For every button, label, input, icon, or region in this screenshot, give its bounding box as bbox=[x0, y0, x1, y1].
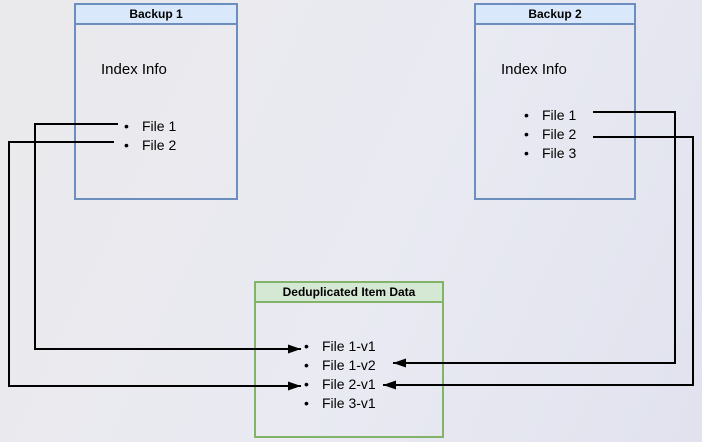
backup2-index-info-label: Index Info bbox=[501, 61, 567, 78]
backup1-file-item: File 2 bbox=[124, 136, 176, 155]
backup2-file-item: File 1 bbox=[524, 106, 576, 125]
dedup-box: Deduplicated Item Data File 1-v1 File 1-… bbox=[254, 281, 444, 438]
backup1-title: Backup 1 bbox=[129, 7, 183, 21]
backup1-box: Backup 1 Index Info File 1 File 2 bbox=[74, 3, 238, 200]
backup2-title: Backup 2 bbox=[528, 7, 582, 21]
backup1-index-info-label: Index Info bbox=[101, 61, 167, 78]
backup1-file-item: File 1 bbox=[124, 117, 176, 136]
dedup-item: File 3-v1 bbox=[304, 394, 376, 413]
backup1-header: Backup 1 bbox=[76, 5, 236, 25]
backup1-file-list: File 1 File 2 bbox=[124, 117, 176, 155]
dedup-item: File 2-v1 bbox=[304, 375, 376, 394]
dedup-item-list: File 1-v1 File 1-v2 File 2-v1 File 3-v1 bbox=[304, 337, 376, 413]
dedup-title: Deduplicated Item Data bbox=[282, 285, 416, 299]
backup2-file-item: File 2 bbox=[524, 125, 576, 144]
backup2-box: Backup 2 Index Info File 1 File 2 File 3 bbox=[474, 3, 636, 200]
backup2-header: Backup 2 bbox=[476, 5, 634, 25]
backup2-file-list: File 1 File 2 File 3 bbox=[524, 106, 576, 163]
dedup-item: File 1-v1 bbox=[304, 337, 376, 356]
backup2-file-item: File 3 bbox=[524, 144, 576, 163]
dedup-item: File 1-v2 bbox=[304, 356, 376, 375]
dedup-header: Deduplicated Item Data bbox=[256, 283, 442, 303]
